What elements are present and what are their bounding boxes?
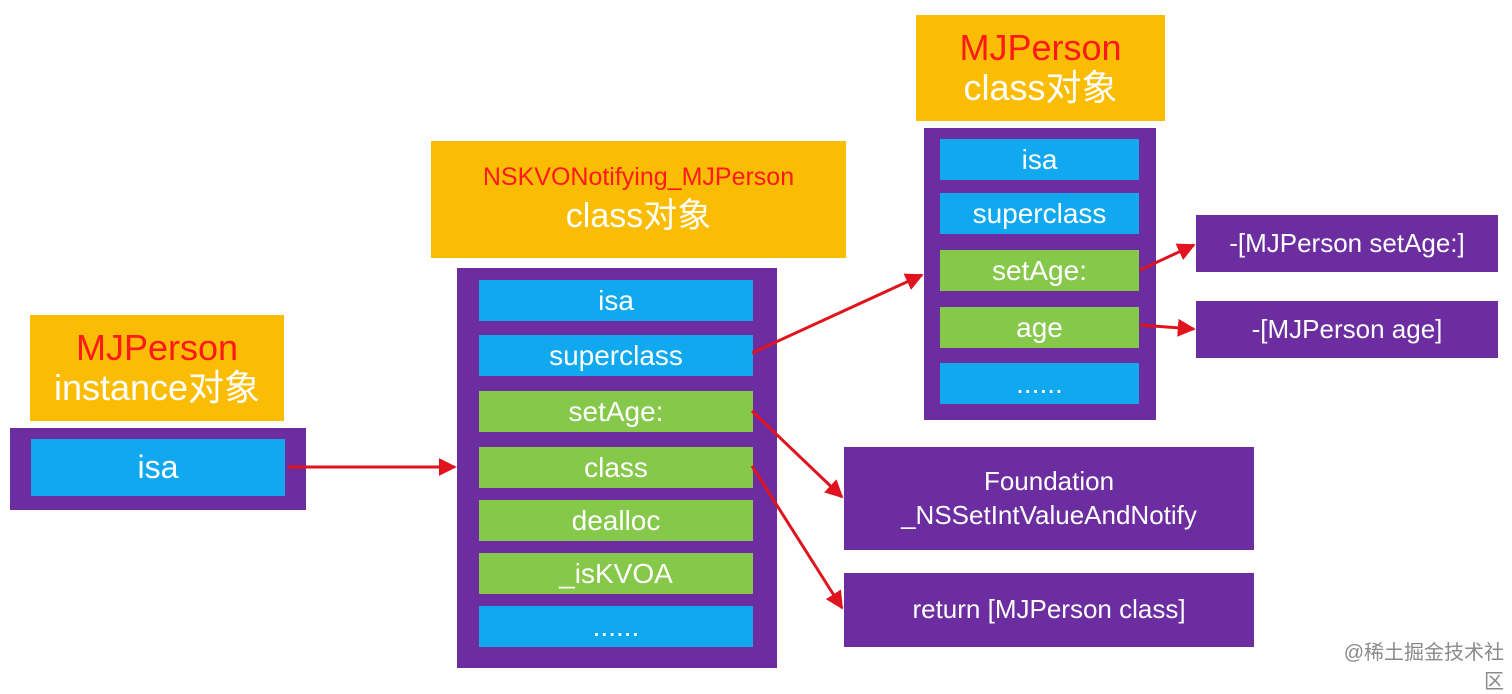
kvo-field-isa: isa bbox=[479, 280, 753, 321]
person-class-title-sub: class对象 bbox=[963, 67, 1118, 108]
foundation-box: Foundation _NSSetIntValueAndNotify bbox=[844, 447, 1254, 550]
return-class-label: return [MJPerson class] bbox=[912, 594, 1186, 625]
method-age-label: -[MJPerson age] bbox=[1251, 313, 1443, 344]
kvo-class-title-sub: class对象 bbox=[565, 197, 712, 236]
watermark-text: @稀土掘金技术社区 bbox=[1343, 642, 1504, 693]
method-box-setage: -[MJPerson setAge:] bbox=[1196, 215, 1498, 272]
arrow-person-age-to-method bbox=[1139, 318, 1196, 337]
person-class-title-name: MJPerson bbox=[959, 26, 1122, 68]
instance-isa-cell: isa bbox=[31, 439, 285, 496]
method-setage-label: -[MJPerson setAge:] bbox=[1229, 227, 1465, 258]
person-field-setage: setAge: bbox=[940, 250, 1139, 291]
return-class-box: return [MJPerson class] bbox=[844, 573, 1254, 647]
foundation-line-1: Foundation bbox=[983, 465, 1115, 496]
person-field-superclass: superclass bbox=[940, 193, 1139, 234]
instance-title-sub: instance对象 bbox=[53, 367, 261, 408]
foundation-line-2: _NSSetIntValueAndNotify bbox=[901, 499, 1197, 530]
arrow-kvo-class-to-return bbox=[750, 465, 844, 610]
arrow-kvo-setage-to-foundation bbox=[750, 409, 844, 499]
kvo-field-dealloc: dealloc bbox=[479, 500, 753, 541]
method-box-age: -[MJPerson age] bbox=[1196, 301, 1498, 358]
person-field-ellipsis: ...... bbox=[940, 363, 1139, 404]
kvo-class-title-name: NSKVONotifying_MJPerson bbox=[482, 163, 795, 192]
instance-title: MJPerson instance对象 bbox=[30, 315, 284, 421]
person-field-isa: isa bbox=[940, 139, 1139, 180]
kvo-class-panel: isa superclass setAge: class dealloc _is… bbox=[457, 268, 777, 668]
arrows-layer bbox=[288, 243, 1196, 610]
person-field-age: age bbox=[940, 307, 1139, 348]
instance-panel: isa bbox=[10, 428, 306, 510]
kvo-field-class: class bbox=[479, 447, 753, 488]
person-class-title: MJPerson class对象 bbox=[916, 15, 1165, 121]
kvo-field-iskvoa: _isKVOA bbox=[479, 553, 753, 594]
kvo-field-setage: setAge: bbox=[479, 391, 753, 432]
arrow-kvo-superclass-to-person-class bbox=[751, 273, 924, 355]
kvo-field-superclass: superclass bbox=[479, 335, 753, 376]
kvo-field-ellipsis: ...... bbox=[479, 606, 753, 647]
instance-title-name: MJPerson bbox=[75, 326, 239, 368]
kvo-class-title: NSKVONotifying_MJPerson class对象 bbox=[431, 141, 846, 258]
arrow-person-setage-to-method bbox=[1139, 243, 1196, 272]
person-class-panel: isa superclass setAge: age ...... bbox=[924, 128, 1156, 420]
